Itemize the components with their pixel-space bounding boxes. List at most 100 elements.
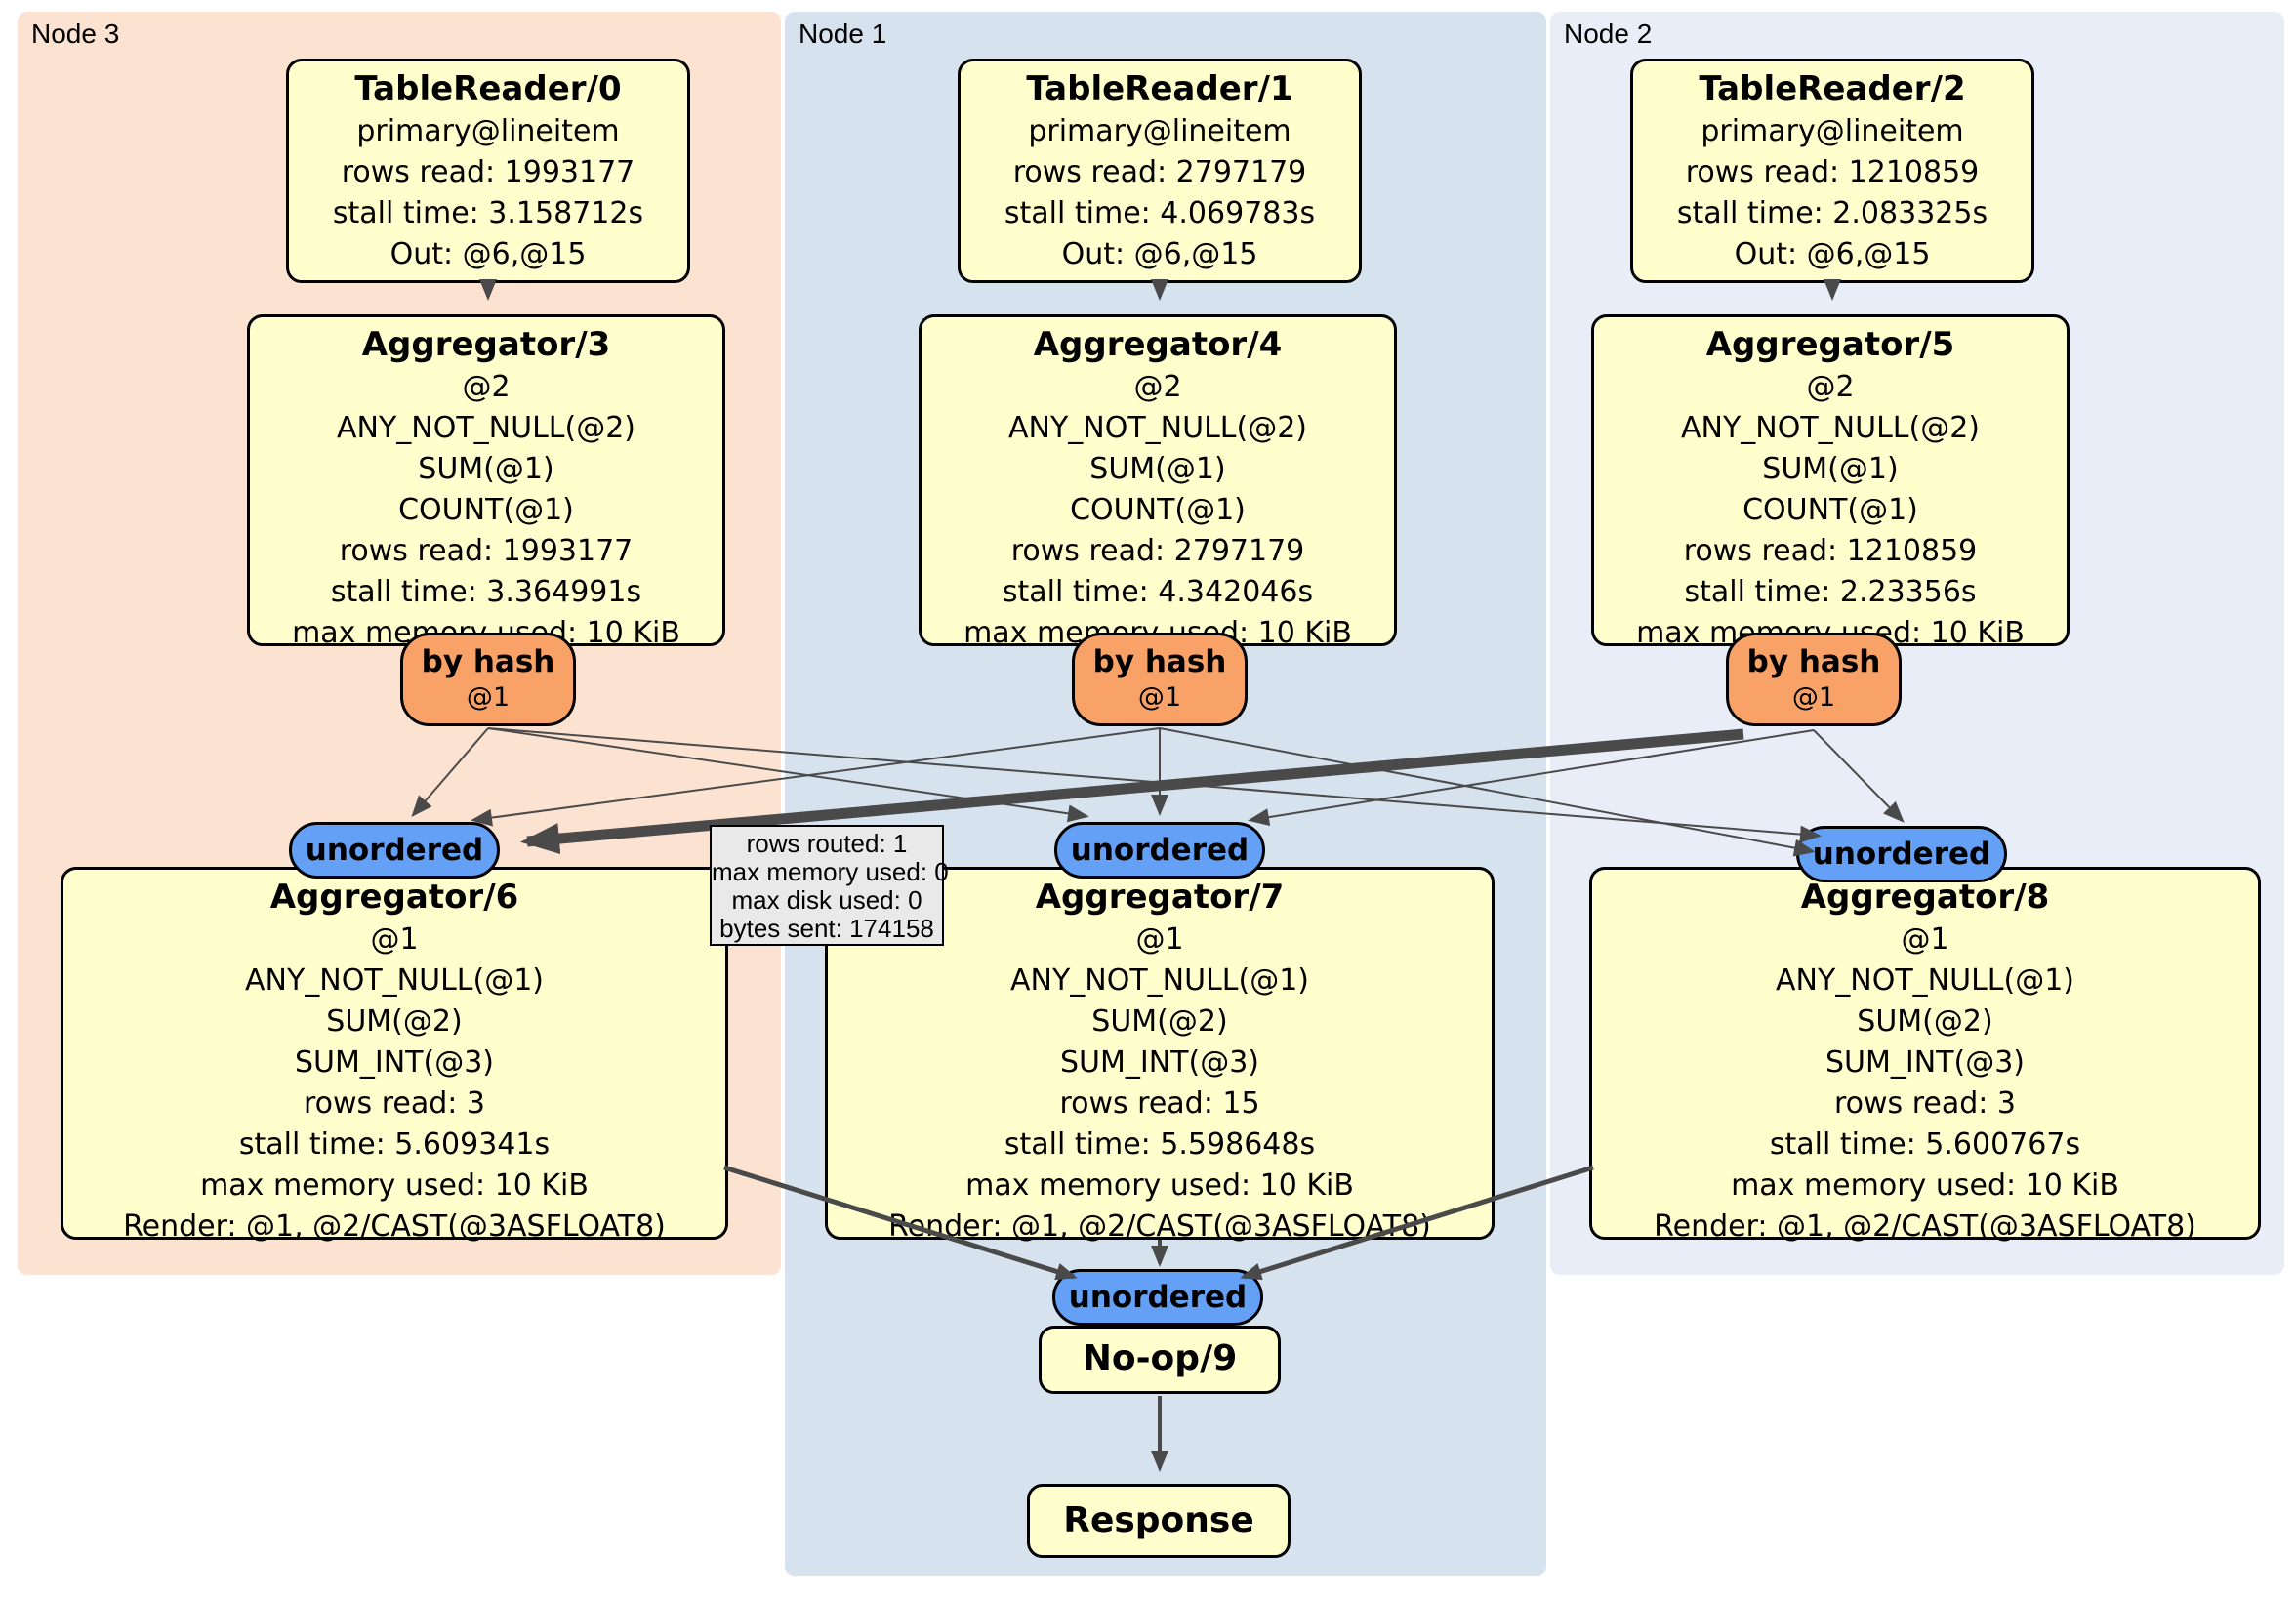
box-line: rows read: 1210859 [1683, 534, 1978, 568]
box-line: SUM(@1) [1089, 452, 1226, 486]
processor-title: Aggregator/3 [361, 325, 611, 364]
box-line: COUNT(@1) [398, 493, 574, 527]
processor-title: TableReader/0 [354, 69, 622, 108]
box-line: stall time: 5.598648s [1004, 1127, 1316, 1162]
box-line: @1 [1901, 922, 1949, 957]
box-line: primary@lineitem [1028, 114, 1292, 148]
box-line: rows read: 2797179 [1010, 534, 1305, 568]
box-line: Out: @6,@15 [1061, 237, 1258, 271]
box-line: rows routed: 1 [746, 829, 908, 858]
box-line: COUNT(@1) [1742, 493, 1918, 527]
processor-tablereader-1[interactable]: TableReader/1 primary@lineitem rows read:… [958, 59, 1362, 283]
box-line: stall time: 4.069783s [1004, 196, 1316, 230]
box-line: COUNT(@1) [1070, 493, 1246, 527]
box-line: Out: @6,@15 [1734, 237, 1931, 271]
processor-title: TableReader/1 [1026, 69, 1293, 108]
box-line: max memory used: 0 [712, 857, 949, 886]
router-subtitle: @1 [1791, 682, 1836, 713]
box-line: stall time: 5.600767s [1769, 1127, 2081, 1162]
stream-unordered-node3[interactable]: unordered [289, 822, 500, 879]
processor-title: Aggregator/7 [1035, 878, 1285, 917]
box-line: primary@lineitem [356, 114, 620, 148]
node3-label: Node 3 [31, 19, 120, 49]
router-subtitle: @1 [1137, 682, 1182, 713]
processor-details: primary@lineitem rows read: 1993177 stall … [289, 111, 687, 275]
processor-title: No-op/9 [1082, 1338, 1238, 1378]
node1-label: Node 1 [799, 19, 887, 49]
stream-unordered-final[interactable]: unordered [1052, 1269, 1263, 1326]
box-line: stall time: 4.342046s [1002, 575, 1314, 609]
processor-tablereader-2[interactable]: TableReader/2 primary@lineitem rows read:… [1630, 59, 2034, 283]
node2-label: Node 2 [1564, 19, 1653, 49]
box-line: stall time: 3.158712s [332, 196, 644, 230]
processor-details: primary@lineitem rows read: 1210859 stall … [1633, 111, 2031, 275]
router-title: by hash [1746, 644, 1881, 679]
box-line: SUM(@1) [1762, 452, 1899, 486]
box-line: stall time: 5.609341s [238, 1127, 551, 1162]
box-line: SUM_INT(@3) [295, 1045, 494, 1080]
box-line: SUM(@2) [1091, 1004, 1228, 1039]
box-line: rows read: 1993177 [341, 155, 636, 189]
box-line: rows read: 1210859 [1685, 155, 1980, 189]
box-line: primary@lineitem [1701, 114, 1964, 148]
stream-unordered-node1[interactable]: unordered [1054, 822, 1265, 879]
box-line: Render: @1, @2/CAST(@3ASFLOAT8) [1654, 1209, 2196, 1244]
box-line: Out: @6,@15 [390, 237, 587, 271]
box-line: rows read: 2797179 [1012, 155, 1307, 189]
box-line: ANY_NOT_NULL(@2) [337, 411, 636, 445]
box-line: max memory used: 10 KiB [965, 1168, 1354, 1203]
router-by-hash-node3[interactable]: by hash @1 [400, 633, 576, 726]
box-line: rows read: 1993177 [339, 534, 634, 568]
processor-response[interactable]: Response [1027, 1484, 1291, 1558]
box-line: max memory used: 10 KiB [1731, 1168, 2119, 1203]
processor-details: primary@lineitem rows read: 2797179 stall … [961, 111, 1359, 275]
box-line: SUM_INT(@3) [1060, 1045, 1259, 1080]
box-line: SUM(@1) [418, 452, 554, 486]
box-line: ANY_NOT_NULL(@1) [1776, 963, 2074, 998]
box-line: @1 [370, 922, 419, 957]
box-line: ANY_NOT_NULL(@1) [1010, 963, 1309, 998]
box-line: rows read: 15 [1059, 1086, 1260, 1121]
router-by-hash-node1[interactable]: by hash @1 [1072, 633, 1248, 726]
box-line: SUM(@2) [326, 1004, 463, 1039]
stream-unordered-node2[interactable]: unordered [1796, 826, 2007, 882]
processor-title: Aggregator/8 [1800, 878, 2050, 917]
processor-title: TableReader/2 [1699, 69, 1966, 108]
box-line: stall time: 2.23356s [1684, 575, 1977, 609]
processor-title: Response [1063, 1500, 1254, 1540]
box-line: stall time: 3.364991s [330, 575, 642, 609]
box-line: bytes sent: 174158 [719, 914, 934, 943]
processor-title: Aggregator/4 [1033, 325, 1283, 364]
box-line: @2 [1806, 370, 1855, 404]
processor-noop-9[interactable]: No-op/9 [1039, 1326, 1281, 1394]
box-line: Render: @1, @2/CAST(@3ASFLOAT8) [123, 1209, 666, 1244]
box-line: SUM_INT(@3) [1825, 1045, 2025, 1080]
box-line: Render: @1, @2/CAST(@3ASFLOAT8) [888, 1209, 1431, 1244]
processor-title: Aggregator/6 [269, 878, 519, 917]
router-title: by hash [1092, 644, 1227, 679]
box-line: rows read: 3 [303, 1086, 486, 1121]
box-line: stall time: 2.083325s [1676, 196, 1988, 230]
box-line: SUM(@2) [1857, 1004, 1993, 1039]
processor-title: Aggregator/5 [1705, 325, 1955, 364]
router-title: by hash [421, 644, 555, 679]
box-line: ANY_NOT_NULL(@2) [1681, 411, 1980, 445]
router-by-hash-node2[interactable]: by hash @1 [1726, 633, 1902, 726]
box-line: rows read: 3 [1833, 1086, 2017, 1121]
processor-tablereader-0[interactable]: TableReader/0 primary@lineitem rows read:… [286, 59, 690, 283]
router-subtitle: @1 [466, 682, 511, 713]
